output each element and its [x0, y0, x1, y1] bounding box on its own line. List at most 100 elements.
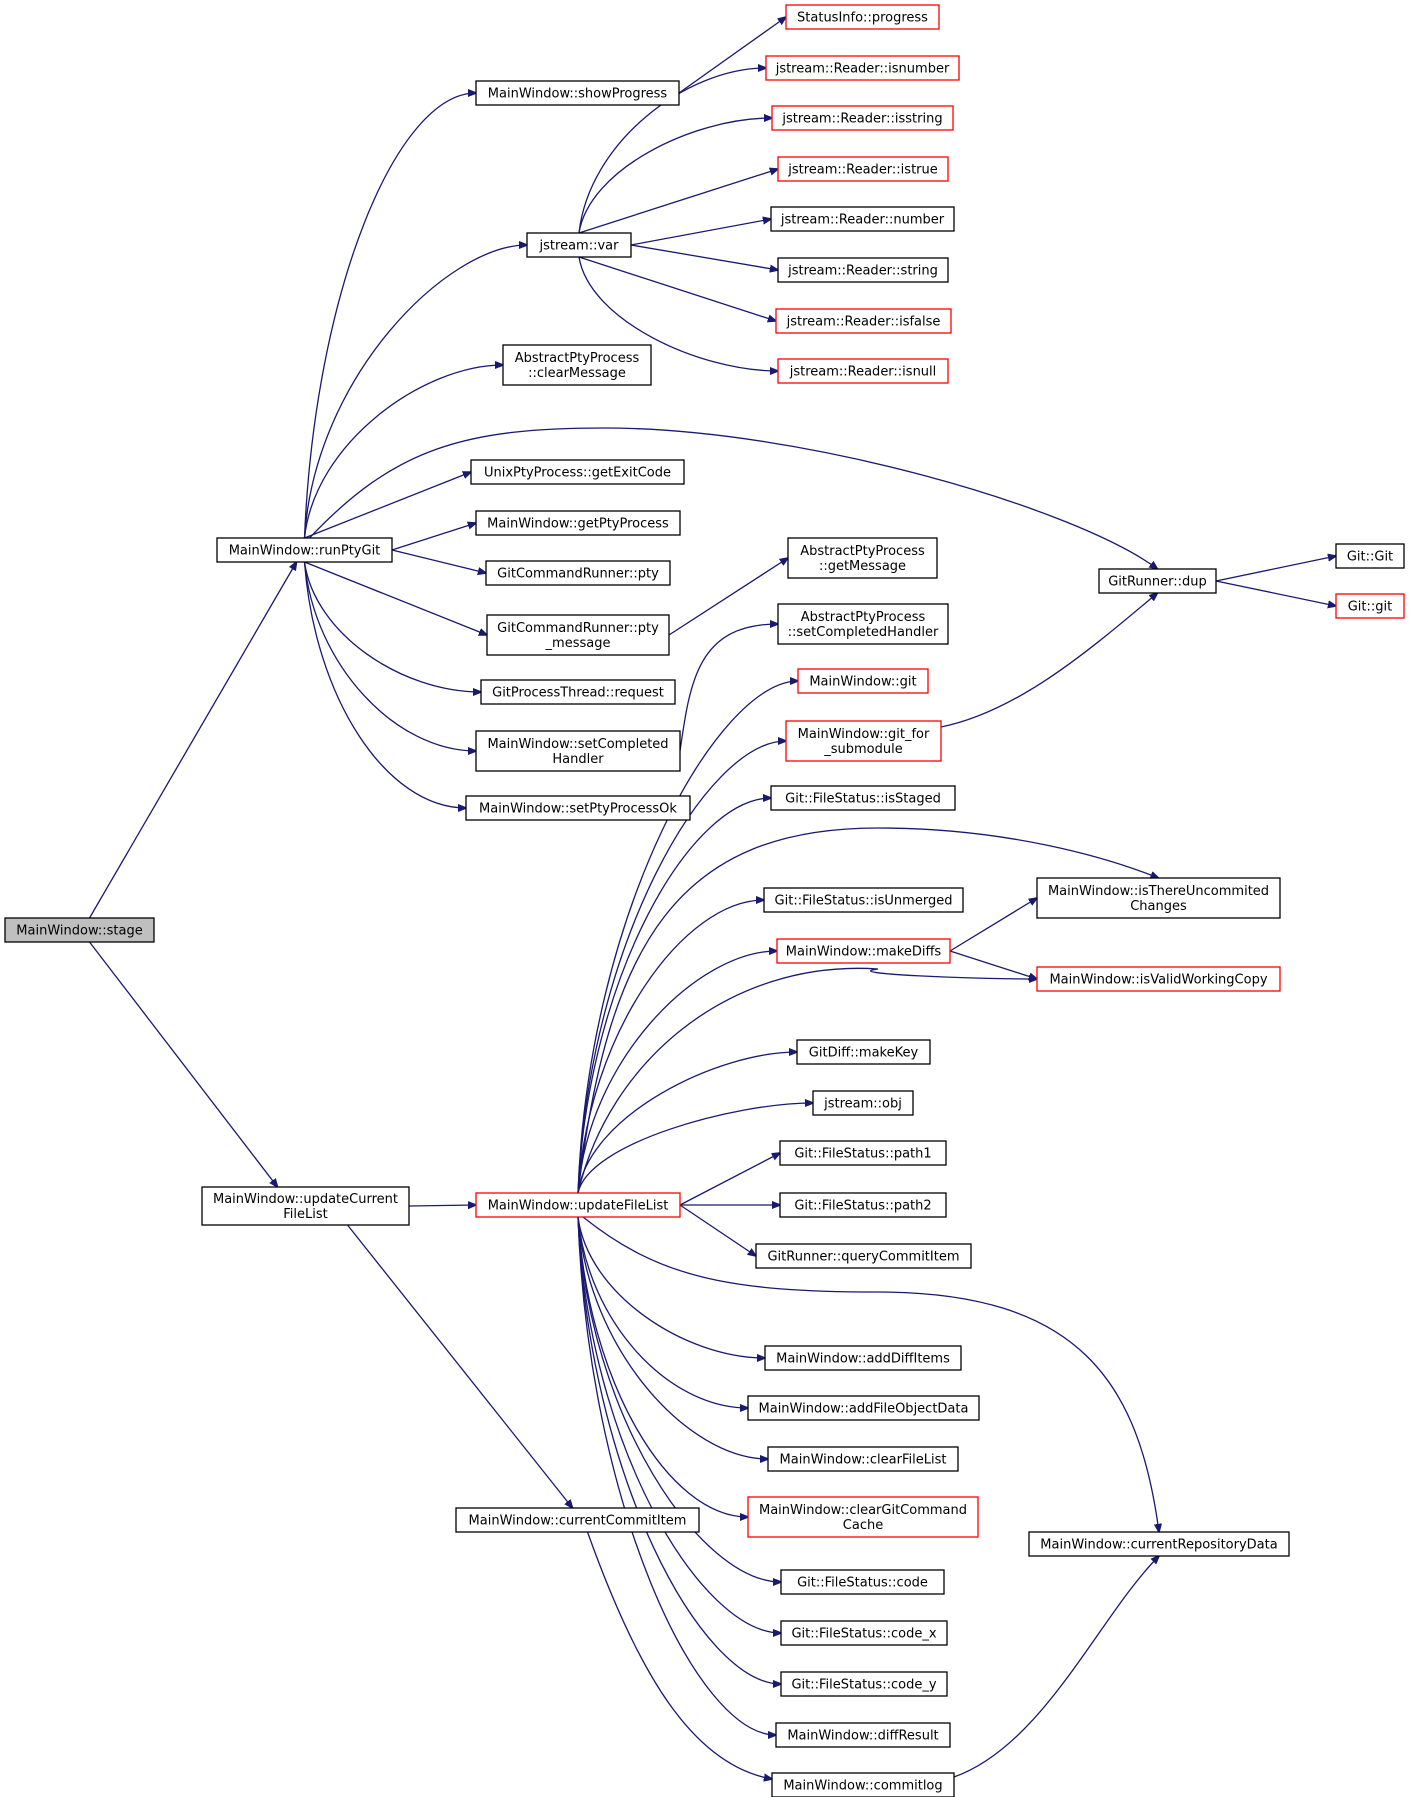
node-apSetCompleted[interactable]: AbstractPtyProcess::setCompletedHandler	[777, 603, 949, 645]
node-box-isfalse[interactable]	[775, 308, 952, 334]
node-path1[interactable]: Git::FileStatus::path1	[779, 1140, 947, 1166]
node-box-getMessage[interactable]	[787, 537, 938, 579]
node-statusProgress[interactable]: StatusInfo::progress	[785, 4, 940, 30]
node-box-getExitCode[interactable]	[470, 459, 685, 485]
node-addDiffItems[interactable]: MainWindow::addDiffItems	[764, 1345, 962, 1371]
node-box-getPtyProcess[interactable]	[475, 510, 681, 536]
node-isstring[interactable]: jstream::Reader::isstring	[771, 105, 954, 131]
node-box-isValidWorkingCopy[interactable]	[1036, 966, 1281, 992]
node-box-string[interactable]	[777, 257, 949, 283]
node-obj[interactable]: jstream::obj	[812, 1090, 914, 1116]
node-dup[interactable]: GitRunner::dup	[1098, 568, 1217, 594]
node-box-path2[interactable]	[779, 1192, 947, 1218]
node-gcrPty[interactable]: GitCommandRunner::pty	[485, 560, 671, 586]
node-codeX[interactable]: Git::FileStatus::code_x	[780, 1620, 948, 1646]
node-box-isThereUncommited[interactable]	[1036, 877, 1281, 919]
node-box-addFileObjectData[interactable]	[747, 1395, 980, 1421]
node-box-gcrPtyMessage[interactable]	[486, 614, 670, 656]
node-isnull[interactable]: jstream::Reader::isnull	[777, 358, 949, 384]
node-diffResult[interactable]: MainWindow::diffResult	[775, 1722, 951, 1748]
node-box-makeDiffs[interactable]	[776, 938, 951, 964]
node-box-currentRepositoryData[interactable]	[1028, 1531, 1290, 1557]
node-box-gitGit[interactable]	[1335, 543, 1405, 569]
node-box-makeKey[interactable]	[796, 1039, 931, 1065]
node-box-istrue[interactable]	[777, 156, 949, 182]
node-updateFileList[interactable]: MainWindow::updateFileList	[475, 1192, 681, 1218]
node-box-number[interactable]	[770, 206, 955, 232]
node-isnumber[interactable]: jstream::Reader::isnumber	[765, 55, 960, 81]
node-box-addDiffItems[interactable]	[764, 1345, 962, 1371]
node-request[interactable]: GitProcessThread::request	[480, 679, 676, 705]
node-commitlog[interactable]: MainWindow::commitlog	[771, 1772, 955, 1797]
node-codeY[interactable]: Git::FileStatus::code_y	[780, 1671, 948, 1697]
node-box-setPtyProcessOk[interactable]	[465, 795, 691, 821]
node-mwSetCompleted[interactable]: MainWindow::setCompletedHandler	[475, 730, 681, 772]
node-runPtyGit[interactable]: MainWindow::runPtyGit	[216, 537, 393, 563]
node-makeDiffs[interactable]: MainWindow::makeDiffs	[776, 938, 951, 964]
node-box-updateCurrentFileList[interactable]	[201, 1186, 410, 1226]
node-getPtyProcess[interactable]: MainWindow::getPtyProcess	[475, 510, 681, 536]
node-box-isnull[interactable]	[777, 358, 949, 384]
node-currentRepositoryData[interactable]: MainWindow::currentRepositoryData	[1028, 1531, 1290, 1557]
node-clearMessage[interactable]: AbstractPtyProcess::clearMessage	[502, 344, 652, 386]
node-setPtyProcessOk[interactable]: MainWindow::setPtyProcessOk	[465, 795, 691, 821]
node-box-isstring[interactable]	[771, 105, 954, 131]
node-box-runPtyGit[interactable]	[216, 537, 393, 563]
node-box-clearFileList[interactable]	[767, 1446, 959, 1472]
node-box-codeX[interactable]	[780, 1620, 948, 1646]
node-makeKey[interactable]: GitDiff::makeKey	[796, 1039, 931, 1065]
node-box-isStaged[interactable]	[770, 785, 956, 811]
node-isfalse[interactable]: jstream::Reader::isfalse	[775, 308, 952, 334]
node-gitgit[interactable]: Git::git	[1335, 593, 1405, 619]
node-box-dup[interactable]	[1098, 568, 1217, 594]
node-box-isnumber[interactable]	[765, 55, 960, 81]
node-queryCommitItem[interactable]: GitRunner::queryCommitItem	[755, 1243, 972, 1269]
node-gitGit[interactable]: Git::Git	[1335, 543, 1405, 569]
node-box-code[interactable]	[780, 1569, 945, 1595]
node-box-codeY[interactable]	[780, 1671, 948, 1697]
node-stage[interactable]: MainWindow::stage	[4, 917, 155, 943]
node-gcrPtyMessage[interactable]: GitCommandRunner::pty_message	[486, 614, 670, 656]
node-isUnmerged[interactable]: Git::FileStatus::isUnmerged	[763, 887, 964, 913]
node-mwGit[interactable]: MainWindow::git	[797, 668, 929, 694]
node-showProgress[interactable]: MainWindow::showProgress	[475, 80, 680, 106]
node-box-jvar[interactable]	[526, 232, 632, 258]
node-box-clearGitCommandCache[interactable]	[747, 1496, 979, 1538]
node-jvar[interactable]: jstream::var	[526, 232, 632, 258]
node-box-updateFileList[interactable]	[475, 1192, 681, 1218]
node-box-stage[interactable]	[4, 917, 155, 943]
node-string[interactable]: jstream::Reader::string	[777, 257, 949, 283]
node-box-path1[interactable]	[779, 1140, 947, 1166]
node-box-statusProgress[interactable]	[785, 4, 940, 30]
node-box-queryCommitItem[interactable]	[755, 1243, 972, 1269]
node-box-gcrPty[interactable]	[485, 560, 671, 586]
node-number[interactable]: jstream::Reader::number	[770, 206, 955, 232]
node-isValidWorkingCopy[interactable]: MainWindow::isValidWorkingCopy	[1036, 966, 1281, 992]
node-box-diffResult[interactable]	[775, 1722, 951, 1748]
node-box-isUnmerged[interactable]	[763, 887, 964, 913]
node-gitForSubmodule[interactable]: MainWindow::git_for_submodule	[785, 720, 942, 762]
node-box-mwGit[interactable]	[797, 668, 929, 694]
node-getMessage[interactable]: AbstractPtyProcess::getMessage	[787, 537, 938, 579]
node-box-commitlog[interactable]	[771, 1772, 955, 1797]
node-code[interactable]: Git::FileStatus::code	[780, 1569, 945, 1595]
node-box-gitForSubmodule[interactable]	[785, 720, 942, 762]
node-clearFileList[interactable]: MainWindow::clearFileList	[767, 1446, 959, 1472]
node-path2[interactable]: Git::FileStatus::path2	[779, 1192, 947, 1218]
node-box-apSetCompleted[interactable]	[777, 603, 949, 645]
node-box-clearMessage[interactable]	[502, 344, 652, 386]
node-box-currentCommitItem[interactable]	[455, 1507, 700, 1533]
node-box-gitgit[interactable]	[1335, 593, 1405, 619]
node-box-obj[interactable]	[812, 1090, 914, 1116]
node-istrue[interactable]: jstream::Reader::istrue	[777, 156, 949, 182]
node-addFileObjectData[interactable]: MainWindow::addFileObjectData	[747, 1395, 980, 1421]
node-box-mwSetCompleted[interactable]	[475, 730, 681, 772]
node-box-showProgress[interactable]	[475, 80, 680, 106]
node-getExitCode[interactable]: UnixPtyProcess::getExitCode	[470, 459, 685, 485]
node-currentCommitItem[interactable]: MainWindow::currentCommitItem	[455, 1507, 700, 1533]
node-box-request[interactable]	[480, 679, 676, 705]
node-isStaged[interactable]: Git::FileStatus::isStaged	[770, 785, 956, 811]
